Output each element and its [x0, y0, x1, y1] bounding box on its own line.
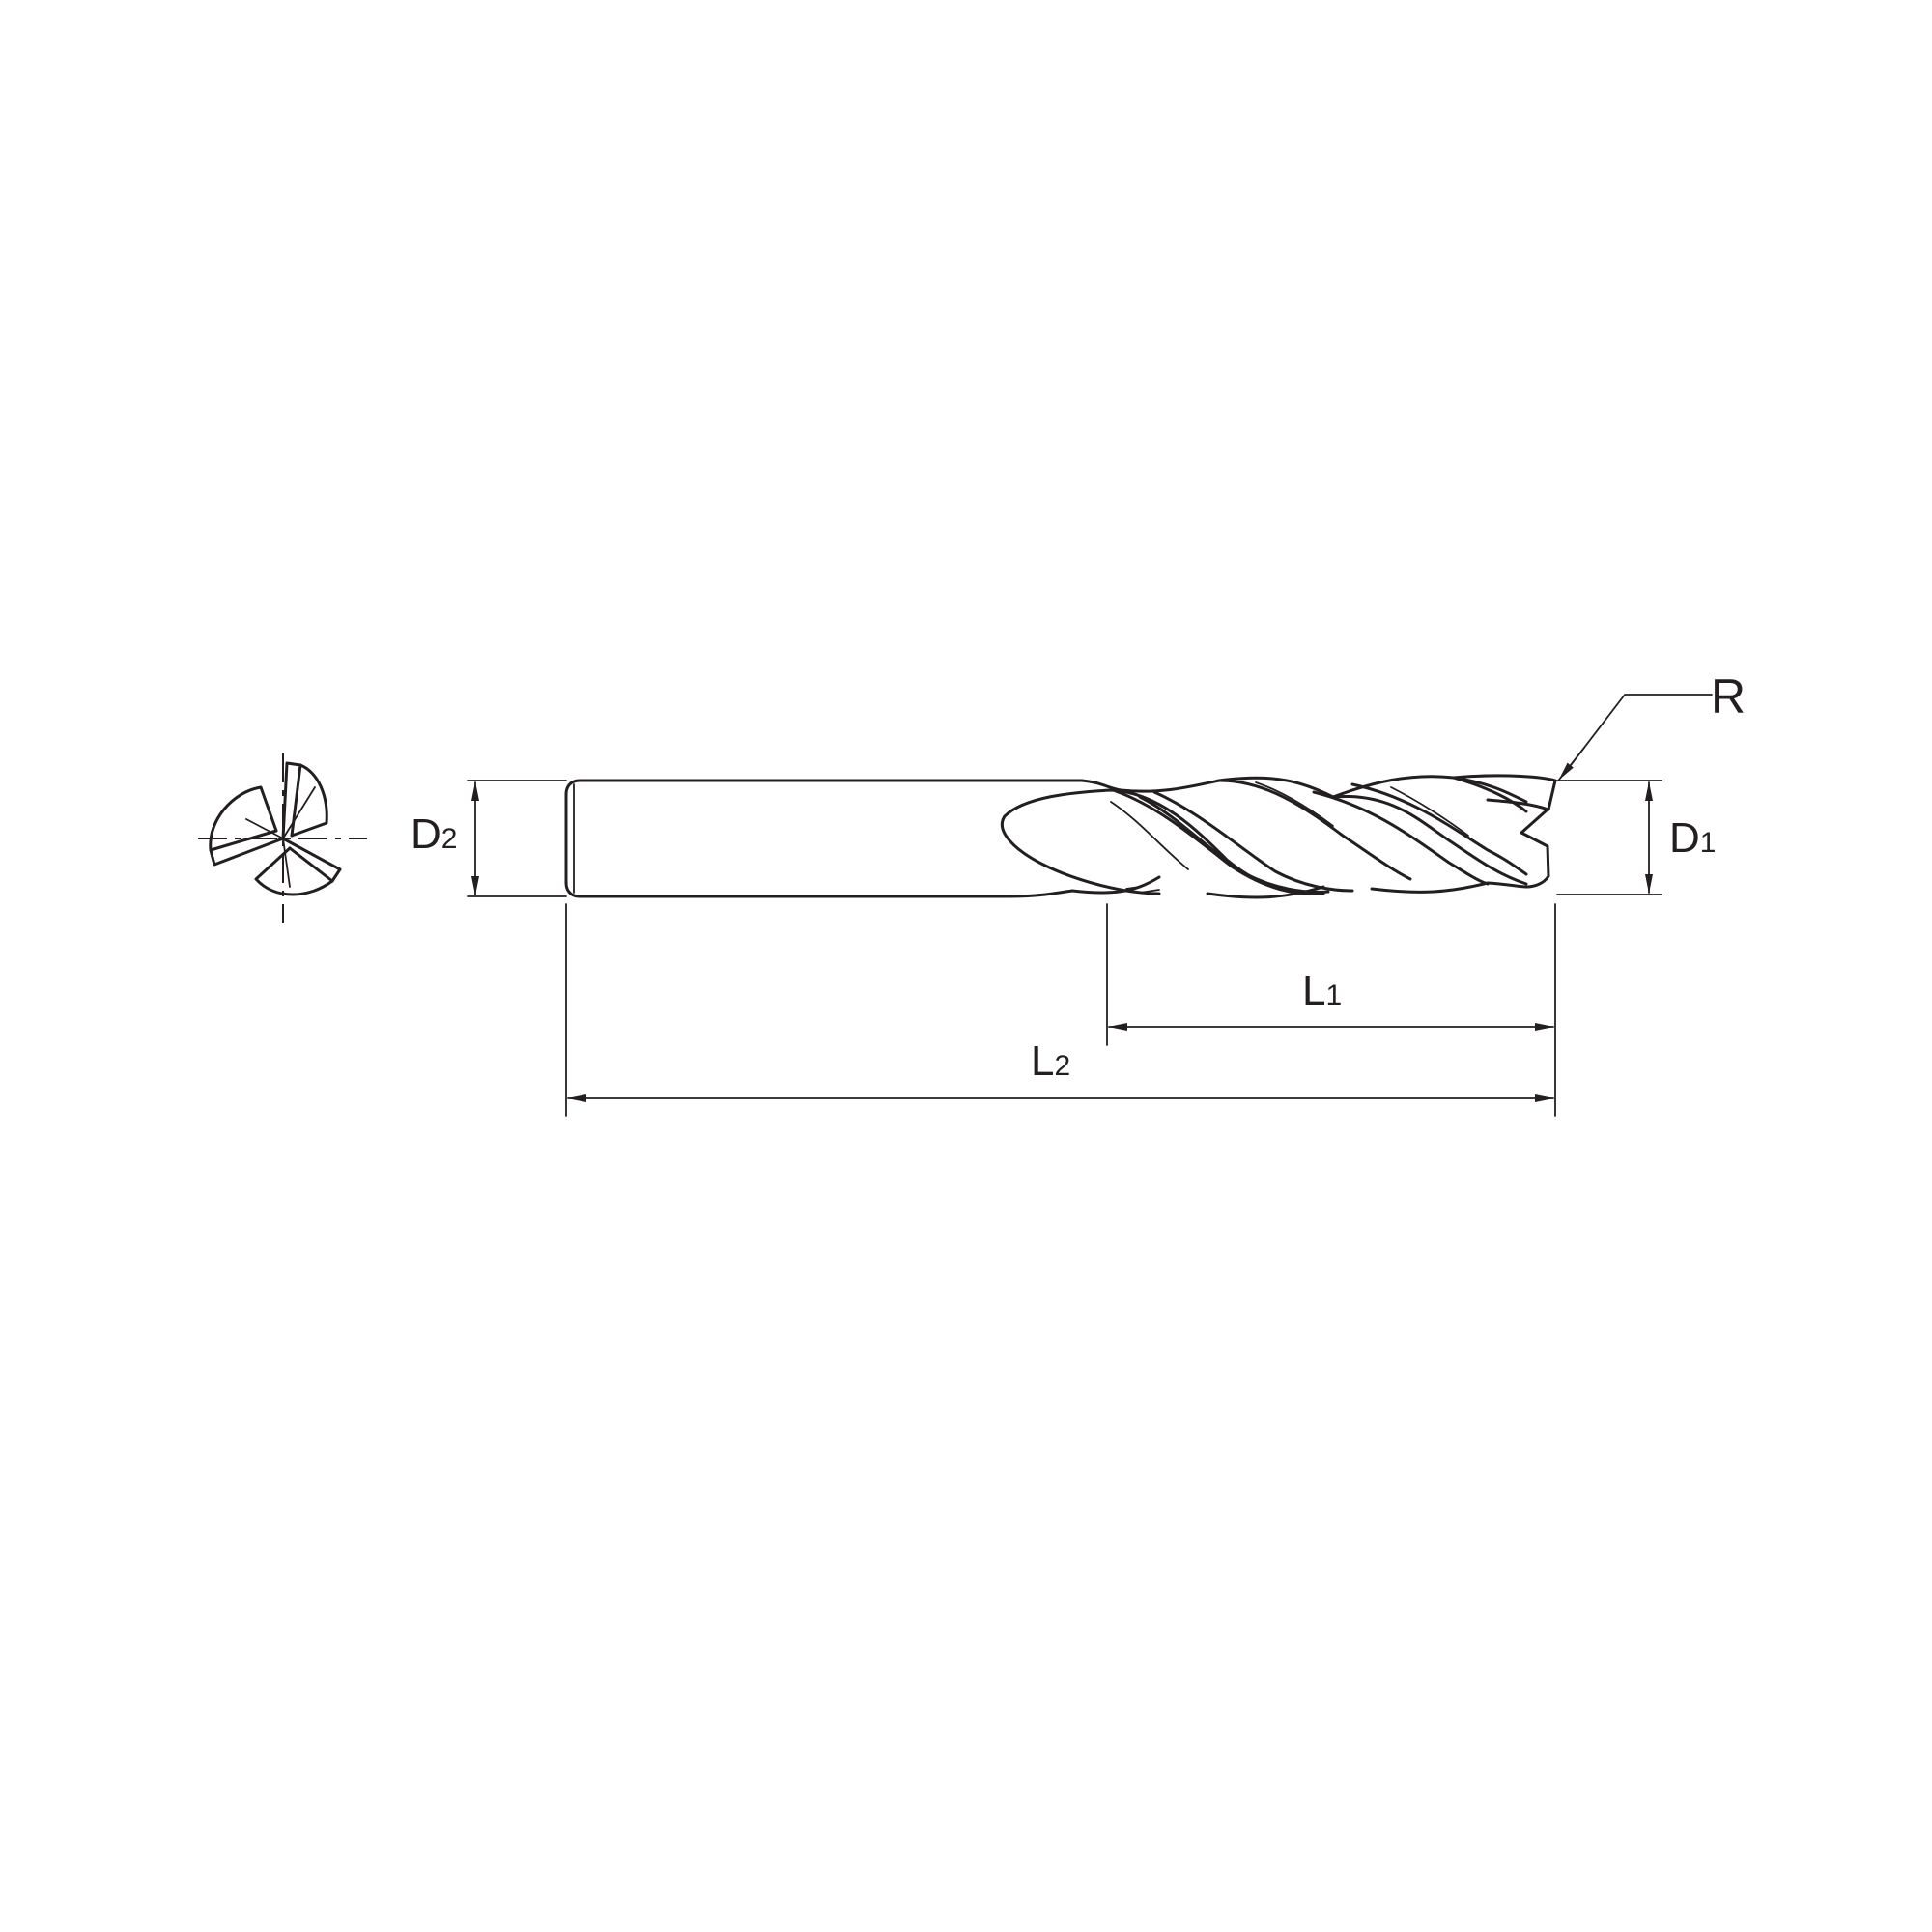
end-view [198, 753, 367, 923]
label-d2: D2 [411, 810, 457, 858]
end-view-flutes [209, 761, 342, 896]
label-d1: D1 [1669, 814, 1716, 862]
label-r: R [1711, 669, 1746, 724]
r-leader-line [1564, 694, 1713, 774]
corner-radius-callout: R [1558, 669, 1746, 781]
dimension-d2: D2 [411, 780, 567, 897]
flute-section [1001, 774, 1557, 899]
shank [564, 779, 1122, 898]
dimension-l1: L1 [1106, 903, 1556, 1117]
label-l2: L2 [1031, 1037, 1070, 1085]
dimension-d1: D1 [1556, 780, 1716, 895]
label-l1: L1 [1302, 967, 1342, 1014]
r-leader-arrow [1558, 747, 1585, 781]
dimension-l2: L2 [565, 903, 1554, 1117]
